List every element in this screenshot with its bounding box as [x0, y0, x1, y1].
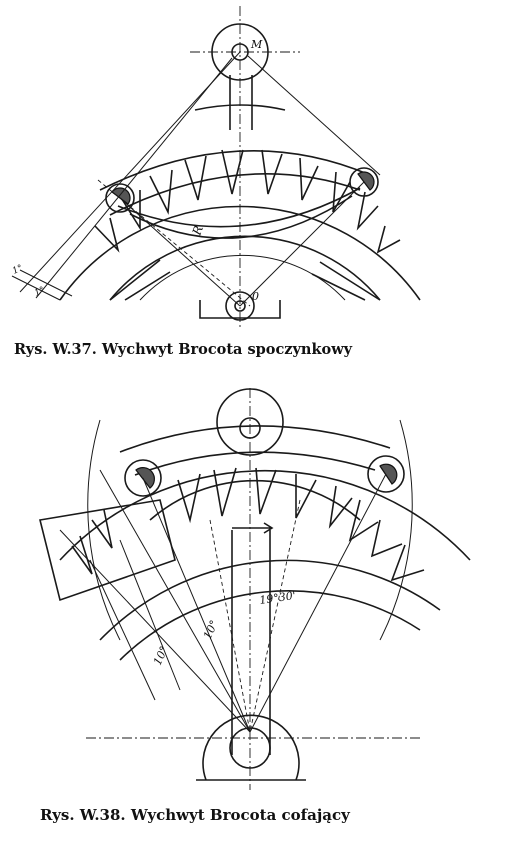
right-pallet-pin [357, 171, 375, 191]
fig2-ray-mid-2 [249, 499, 301, 733]
fig2-left-tooth-block [39, 499, 176, 602]
label-angle-b: 1° [33, 285, 47, 298]
fig2-outer-circle-arc-right [379, 419, 413, 641]
anchor-arm-bottom [117, 187, 361, 228]
fig2-hband-1 [89, 559, 156, 701]
escape-wheel-teeth [94, 149, 401, 254]
fig2-left-pallet-pin [135, 467, 155, 489]
anchor-stem [229, 75, 253, 130]
figure2-caption-text: Wychwyt Brocota cofający [130, 806, 350, 824]
label-angle-a: 1° [11, 263, 25, 276]
angle-ticks [11, 269, 73, 301]
tangent-line-right [247, 55, 381, 176]
fig2-label-angle-left: 10° [151, 644, 171, 667]
fig2-right-pallet-ring [367, 455, 405, 493]
fig2-anchor-arm-lower [134, 451, 376, 476]
fig2-label-angle-main: 19°30' [259, 589, 297, 607]
chord-line [97, 179, 251, 307]
figure2-caption-label: Rys. W.38. [40, 806, 126, 824]
tangent-line-left [19, 51, 241, 293]
fig2-hband-2 [119, 539, 181, 691]
fig2-ray-right [249, 473, 387, 733]
figure1-caption-label: Rys. W.37. [14, 341, 97, 358]
wheel-spoke-right [311, 261, 381, 301]
figure-brocot-dead-beat: M 0 R 1° 1° [11, 6, 421, 330]
fig2-ray-center-left [142, 477, 251, 733]
fig2-wheel-outer-arc [59, 470, 471, 561]
fig2-right-pallet-pin [379, 463, 398, 485]
radius-line [119, 197, 241, 307]
figure2-caption: Rys. W.38. Wychwyt Brocota cofający [40, 806, 350, 824]
fig2-outer-circle-arc [87, 419, 121, 641]
anchor-arm-upper [99, 150, 371, 191]
left-pallet-pin [111, 187, 131, 205]
fig2-escape-wheel-teeth [71, 467, 425, 582]
wheel-spoke-left [109, 259, 171, 301]
fig2-ray-left [59, 529, 251, 733]
fig2-bottom-pivot-inner [229, 727, 271, 769]
fig2-bottom-pivot-outer [202, 714, 300, 781]
figure1-caption-text: Wychwyt Brocota spoczynkowy [101, 341, 353, 358]
anchor-arm-lower [109, 173, 361, 216]
tangent-line-left-2 [35, 57, 233, 299]
fig2-direction-arrow [232, 522, 274, 534]
label-pivot-bottom: 0 [252, 290, 259, 303]
fig2-ray-left-2 [99, 469, 251, 733]
label-pivot-top: M [250, 38, 263, 51]
fig2-ray-mid [209, 519, 251, 733]
fig2-wheel-rim-arc [99, 559, 441, 641]
radius-line-right [239, 181, 365, 307]
fig2-left-pallet-ring [124, 459, 162, 497]
escape-wheel-hub-circle [139, 254, 346, 301]
fig2-wheel-inner-arc [149, 479, 361, 521]
fig2-anchor-arm-upper [119, 425, 391, 453]
anchor-arm-bottom-inner [129, 195, 353, 239]
label-radius: R [189, 224, 206, 238]
figure1-caption: Rys. W.37. Wychwyt Brocota spoczynkowy [14, 341, 352, 358]
right-pallet-ring [349, 167, 379, 197]
